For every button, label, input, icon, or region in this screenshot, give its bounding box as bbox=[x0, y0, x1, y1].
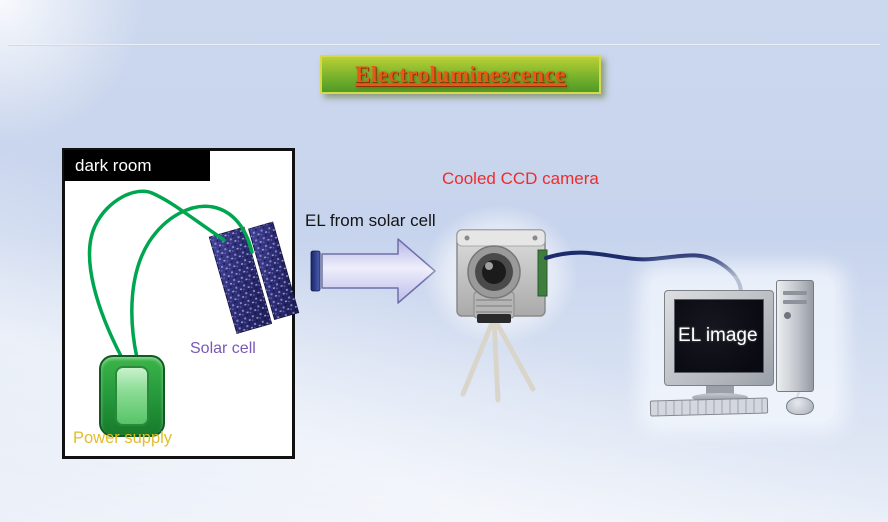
camera-body bbox=[456, 229, 546, 317]
monitor-base bbox=[692, 393, 748, 402]
camera-lens-mid bbox=[475, 253, 513, 291]
camera-lens-highlight bbox=[485, 262, 493, 270]
slide-title: Electroluminescence bbox=[355, 61, 566, 87]
el-source-bar bbox=[310, 250, 321, 292]
camera-lens-barrel bbox=[473, 291, 515, 319]
camera-barrel-cap bbox=[477, 314, 511, 323]
camera-lens-inner bbox=[482, 260, 506, 284]
camera-glow bbox=[422, 205, 578, 345]
el-image-label: EL image bbox=[678, 325, 758, 346]
divider-line bbox=[8, 44, 880, 46]
tripod-leg-left bbox=[460, 315, 497, 397]
power-supply-screen bbox=[115, 366, 149, 426]
el-from-solar-cell-label: EL from solar cell bbox=[305, 211, 436, 230]
solar-cell-label: Solar cell bbox=[190, 340, 256, 357]
camera-top-plate bbox=[456, 229, 546, 247]
tripod-leg-right bbox=[491, 315, 536, 392]
monitor-screen: EL image bbox=[674, 299, 764, 373]
camera-circuit-board bbox=[537, 249, 548, 297]
tower-power-button bbox=[784, 312, 791, 319]
monitor-stand bbox=[706, 386, 734, 394]
power-supply-label: Power supply bbox=[73, 429, 173, 447]
camera-lens-outer bbox=[467, 245, 521, 299]
keyboard bbox=[649, 397, 769, 417]
camera-screw-left bbox=[464, 235, 470, 241]
ccd-camera-image bbox=[456, 229, 548, 323]
el-arrow bbox=[321, 238, 436, 304]
dark-room-label: dark room bbox=[64, 150, 210, 181]
power-supply-image bbox=[99, 355, 165, 437]
cooled-ccd-camera-label: Cooled CCD camera bbox=[442, 169, 599, 188]
dark-room-box: dark room bbox=[62, 148, 295, 459]
mouse bbox=[786, 397, 814, 415]
computer-tower bbox=[776, 280, 814, 392]
tower-drive-slot bbox=[783, 291, 807, 295]
title-box: Electroluminescence bbox=[320, 55, 601, 94]
tower-drive-slot bbox=[783, 300, 807, 304]
monitor: EL image bbox=[664, 290, 774, 386]
camera-screw-right bbox=[532, 235, 538, 241]
tripod-leg-center bbox=[491, 315, 501, 403]
camera-barrel-ribs bbox=[476, 299, 512, 313]
tripod bbox=[460, 315, 536, 403]
